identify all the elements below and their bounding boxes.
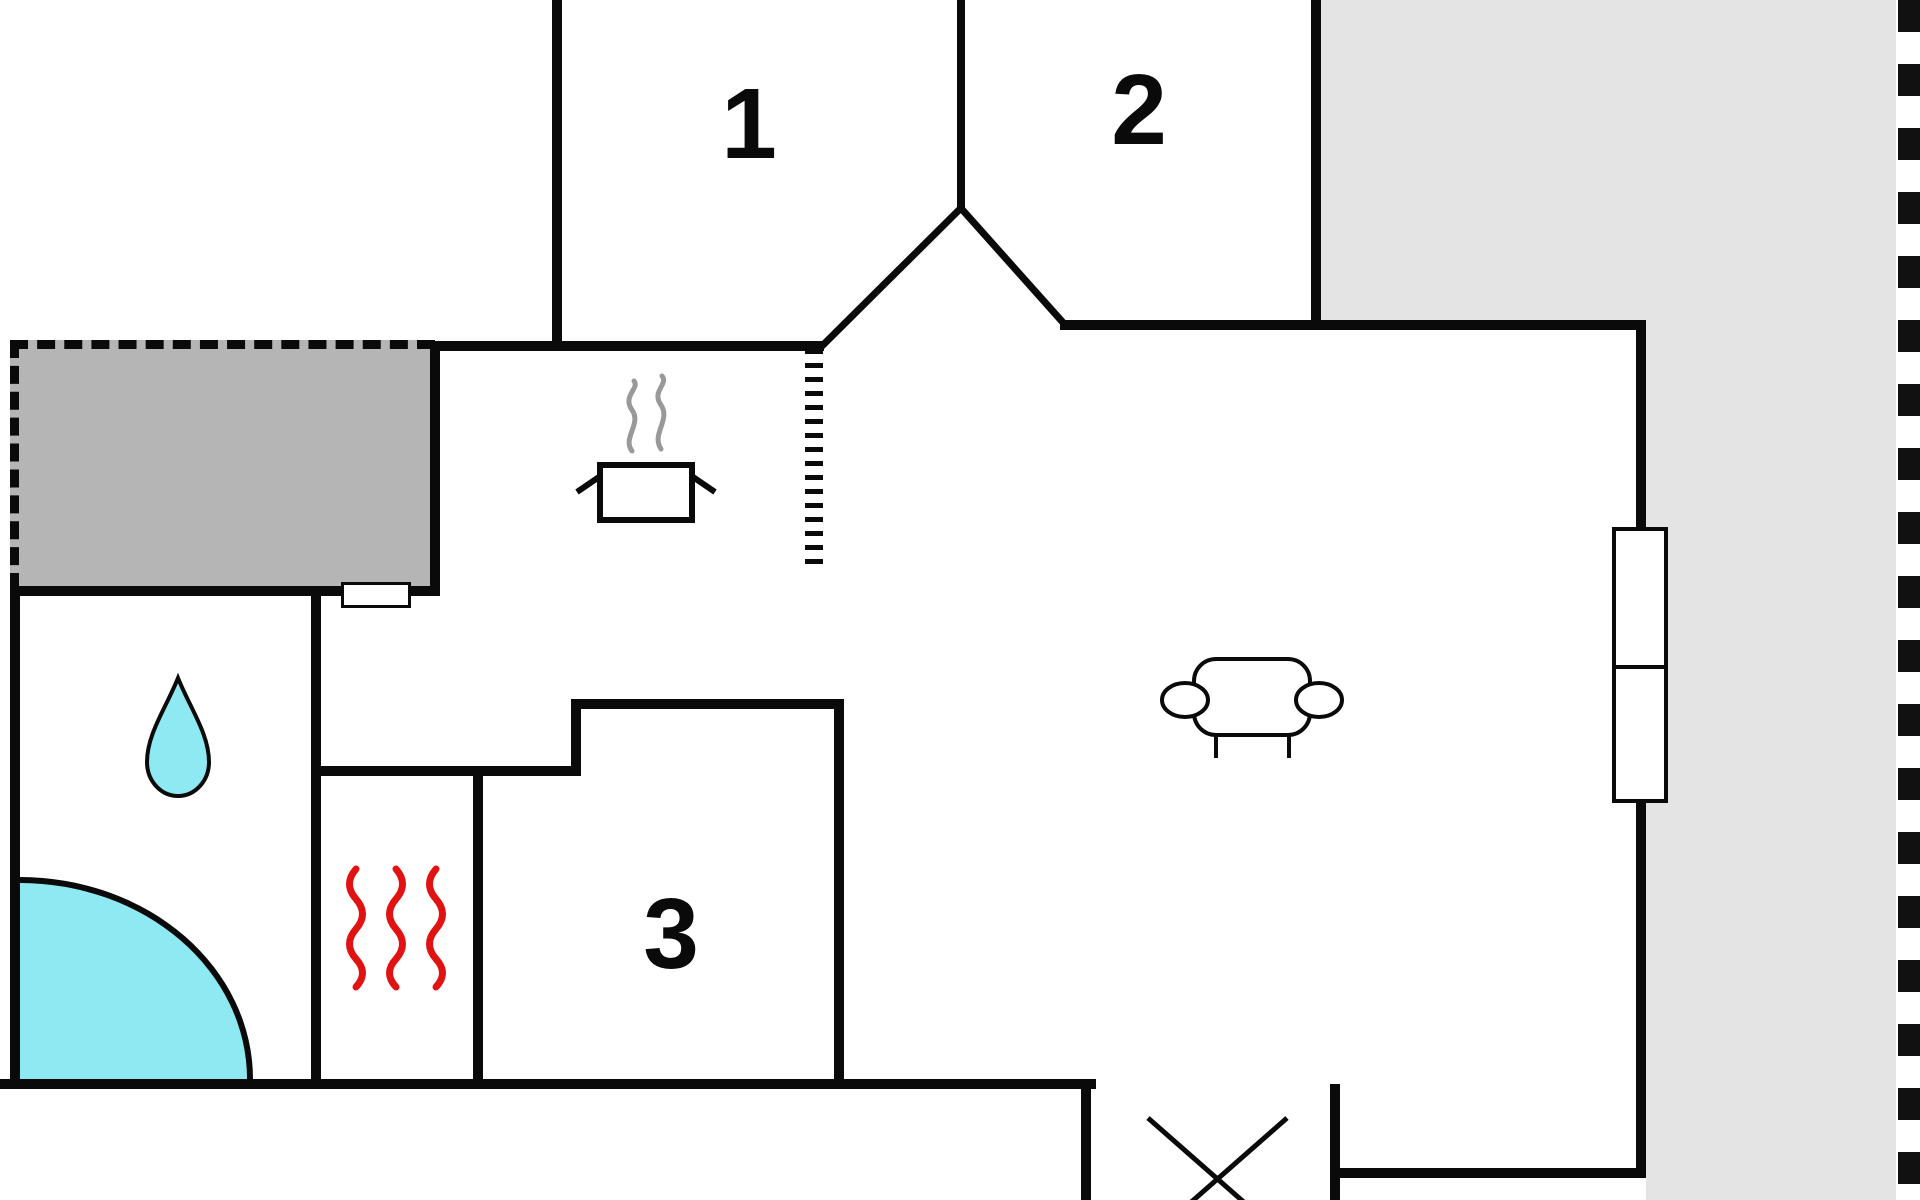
wall — [430, 341, 440, 596]
wall — [10, 586, 440, 596]
wall — [430, 341, 824, 351]
boundary-stripe — [1898, 0, 1920, 1200]
crossed-box-marker — [1146, 1116, 1289, 1200]
room-1-label: 1 — [721, 68, 777, 180]
wall — [957, 0, 965, 210]
wall — [552, 0, 562, 351]
pot-with-steam-icon — [575, 373, 717, 523]
wall — [0, 1079, 1096, 1089]
room-2-label: 2 — [1111, 54, 1167, 166]
double-window — [1612, 527, 1668, 803]
wall — [10, 586, 20, 1089]
sofa-top-view-icon — [1160, 657, 1344, 758]
water-drop-icon — [144, 672, 212, 799]
small-window — [341, 582, 411, 608]
wall — [1311, 0, 1321, 330]
wall — [1330, 1168, 1646, 1178]
wall — [311, 591, 321, 1089]
heat-waves-icon — [346, 865, 446, 991]
diagonal-walls — [817, 203, 1070, 351]
wall — [1060, 320, 1646, 330]
window-divider — [1616, 665, 1664, 669]
room-3-label: 3 — [643, 878, 699, 990]
wall — [834, 699, 844, 1089]
wall — [473, 766, 483, 1089]
dashed-opening-marker — [805, 349, 823, 571]
wall — [311, 766, 581, 776]
wall — [571, 699, 844, 709]
wall — [571, 699, 581, 776]
wall — [1081, 1084, 1091, 1200]
terrace-area — [10, 340, 435, 591]
wall — [1330, 1084, 1340, 1200]
